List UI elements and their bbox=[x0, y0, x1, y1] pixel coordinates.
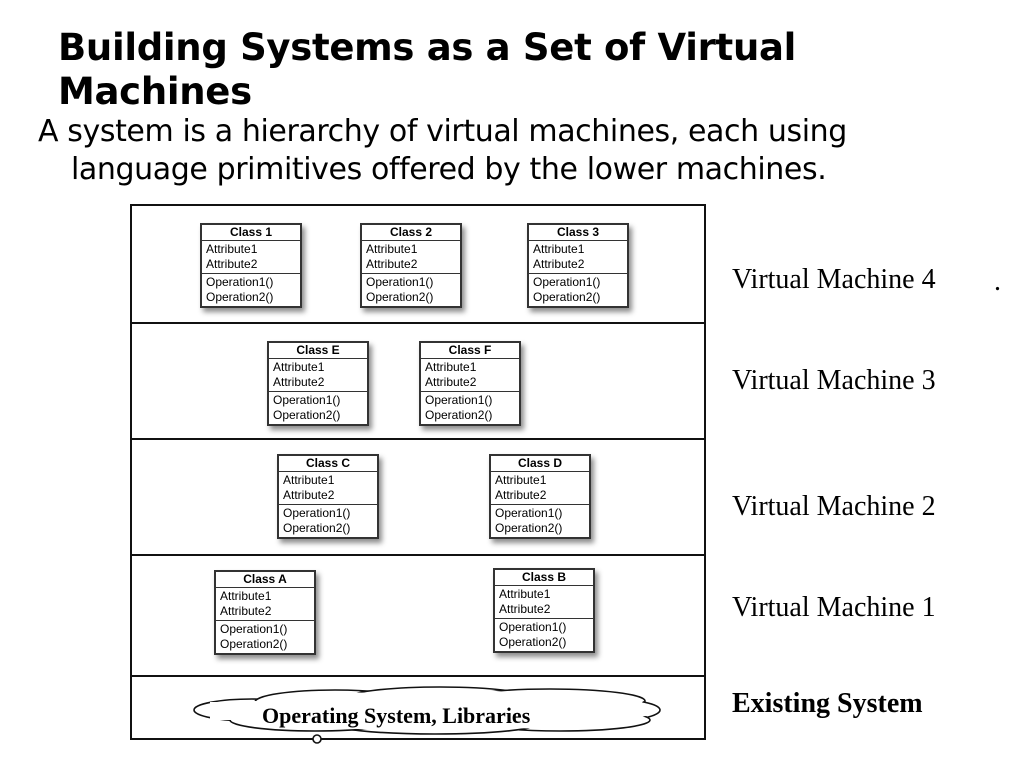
class-attribute: Attribute1 bbox=[499, 587, 551, 601]
class-attribute: Attribute1 bbox=[206, 242, 258, 256]
label-virtual-machine-1: Virtual Machine 1 bbox=[732, 592, 936, 623]
class-name: Class D bbox=[491, 456, 589, 472]
class-operation: Operation2() bbox=[273, 408, 341, 422]
class-operation: Operation2() bbox=[220, 637, 288, 651]
class-operation: Operation1() bbox=[220, 622, 288, 636]
class-operation: Operation1() bbox=[495, 506, 563, 520]
class-attribute: Attribute1 bbox=[533, 242, 585, 256]
class-attribute: Attribute1 bbox=[273, 360, 325, 374]
label-virtual-machine-2: Virtual Machine 2 bbox=[732, 491, 936, 522]
class-attribute: Attribute1 bbox=[495, 473, 547, 487]
class-attribute: Attribute2 bbox=[273, 375, 325, 389]
class-operation: Operation1() bbox=[273, 393, 341, 407]
class-operation: Operation1() bbox=[499, 620, 567, 634]
class-operation: Operation2() bbox=[499, 635, 567, 649]
class-attribute: Attribute2 bbox=[425, 375, 477, 389]
class-name: Class C bbox=[279, 456, 377, 472]
class-attribute: Attribute1 bbox=[366, 242, 418, 256]
label-virtual-machine-3: Virtual Machine 3 bbox=[732, 365, 936, 396]
class-name: Class 2 bbox=[362, 225, 460, 241]
label-existing-system: Existing System bbox=[732, 688, 923, 719]
class-name: Class E bbox=[269, 343, 367, 359]
subtitle-line-1: A system is a hierarchy of virtual machi… bbox=[38, 114, 847, 149]
class-name: Class F bbox=[421, 343, 519, 359]
trailing-dot: . bbox=[994, 266, 1001, 297]
class-attribute: Attribute1 bbox=[425, 360, 477, 374]
subtitle-line-2: language primitives offered by the lower… bbox=[71, 152, 827, 187]
class-operation: Operation1() bbox=[366, 275, 434, 289]
label-virtual-machine-4: Virtual Machine 4 bbox=[732, 264, 936, 295]
class-operation: Operation1() bbox=[206, 275, 274, 289]
class-attribute: Attribute1 bbox=[283, 473, 335, 487]
class-name: Class 1 bbox=[202, 225, 300, 241]
class-name: Class B bbox=[495, 570, 593, 586]
class-name: Class 3 bbox=[529, 225, 627, 241]
class-attribute: Attribute2 bbox=[206, 257, 258, 271]
cloud-shape bbox=[193, 686, 661, 744]
class-attribute: Attribute2 bbox=[283, 488, 335, 502]
slide-title: Building Systems as a Set of Virtual Mac… bbox=[58, 26, 797, 113]
class-operation: Operation2() bbox=[366, 290, 434, 304]
class-name: Class A bbox=[216, 572, 314, 588]
class-attribute: Attribute2 bbox=[499, 602, 551, 616]
class-operation: Operation1() bbox=[425, 393, 493, 407]
class-operation: Operation2() bbox=[533, 290, 601, 304]
class-operation: Operation2() bbox=[495, 521, 563, 535]
class-operation: Operation2() bbox=[283, 521, 351, 535]
class-attribute: Attribute1 bbox=[220, 589, 272, 603]
class-operation: Operation2() bbox=[206, 290, 274, 304]
class-operation: Operation2() bbox=[425, 408, 493, 422]
class-operation: Operation1() bbox=[283, 506, 351, 520]
cloud-label: Operating System, Libraries bbox=[262, 703, 531, 728]
slide-subtitle: A system is a hierarchy of virtual machi… bbox=[38, 113, 938, 189]
class-attribute: Attribute2 bbox=[495, 488, 547, 502]
class-operation: Operation1() bbox=[533, 275, 601, 289]
class-attribute: Attribute2 bbox=[220, 604, 272, 618]
class-attribute: Attribute2 bbox=[533, 257, 585, 271]
class-attribute: Attribute2 bbox=[366, 257, 418, 271]
